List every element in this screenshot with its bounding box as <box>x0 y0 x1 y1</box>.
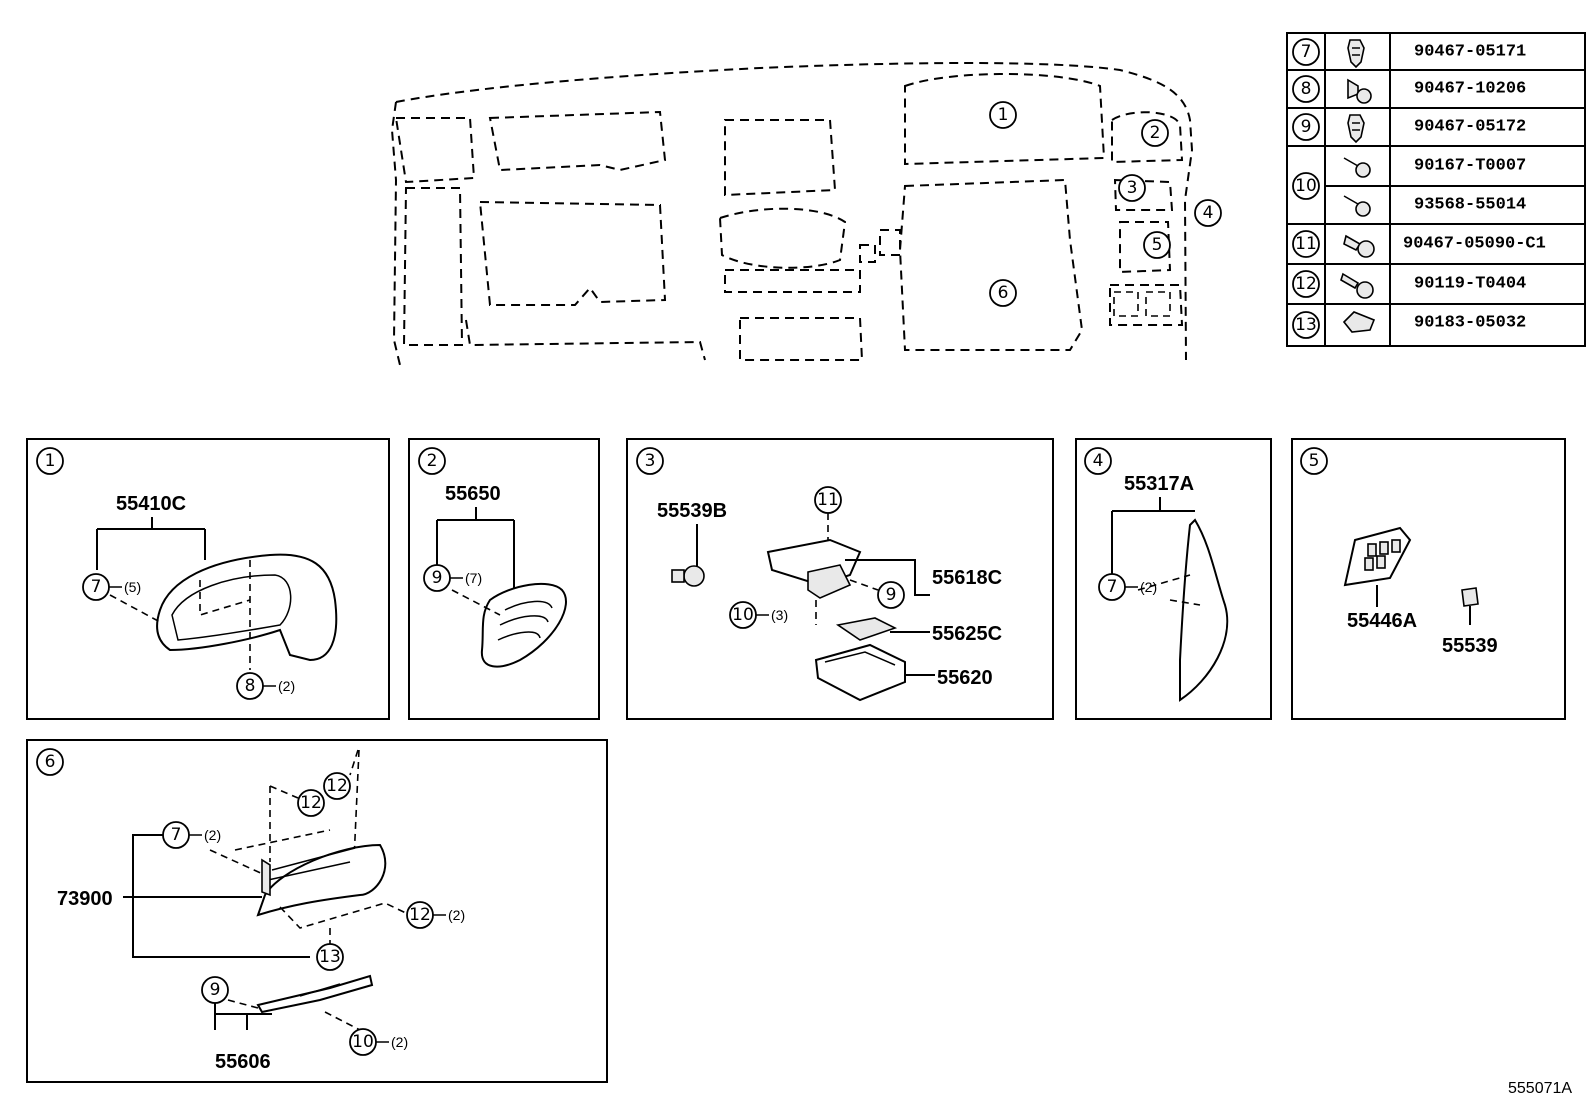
callout-7: 7 <box>1107 577 1118 597</box>
table-ref-9: 9 <box>1301 117 1312 137</box>
part-number: 90183-05032 <box>1414 314 1526 333</box>
part-label-55650: 55650 <box>445 483 501 505</box>
callout-4: 4 <box>1203 203 1214 223</box>
part-label-55620: 55620 <box>937 667 993 689</box>
panel-3-ashtray: 3 55539B 11 55618C 9 10 (3) 55625C 55620 <box>626 438 1054 720</box>
table-ref-10: 10 <box>1295 176 1317 196</box>
fastener-table: 7 8 9 10 11 12 13 90467-05171 90467-1020… <box>1286 32 1586 347</box>
qty-label: (2) <box>391 1034 408 1050</box>
panel-6-glove-box: 6 12 12 7 (2) 73900 12 (2) 13 9 55606 10… <box>26 739 608 1083</box>
qty-label: (2) <box>204 827 221 843</box>
figure-code: 555071A <box>1508 1080 1572 1097</box>
callout-13: 13 <box>319 947 341 967</box>
part-label-55539: 55539 <box>1442 635 1498 657</box>
panel-2-side-vent: 2 55650 9 (7) <box>408 438 600 720</box>
panel-4-number: 4 <box>1093 451 1104 471</box>
switch-part <box>1343 526 1412 587</box>
qty-label: (2) <box>278 678 295 694</box>
callout-7: 7 <box>91 577 102 597</box>
nut-icon <box>1342 311 1376 333</box>
callout-11: 11 <box>817 490 839 510</box>
clip-icon <box>1347 114 1365 144</box>
part-label-55618C: 55618C <box>932 567 1002 589</box>
part-number: 90467-05171 <box>1414 43 1526 62</box>
part-label-55446A: 55446A <box>1347 610 1417 632</box>
part-label-55410C: 55410C <box>116 493 186 515</box>
pin-clip-icon <box>1343 234 1375 258</box>
panel-5-number: 5 <box>1309 451 1320 471</box>
callout-2: 2 <box>1150 123 1161 143</box>
qty-label: (2) <box>448 907 465 923</box>
table-ref-8: 8 <box>1301 79 1312 99</box>
panel-5-switch: 5 55446A 55539 <box>1291 438 1566 720</box>
qty-label: (7) <box>465 570 482 586</box>
callout-12: 12 <box>300 793 322 813</box>
callout-9: 9 <box>886 585 897 605</box>
part-label-55625C: 55625C <box>932 623 1002 645</box>
callout-8: 8 <box>245 676 256 696</box>
table-ref-12: 12 <box>1295 274 1317 294</box>
callout-12: 12 <box>326 776 348 796</box>
callout-6: 6 <box>998 283 1009 303</box>
part-number: 93568-55014 <box>1414 196 1526 215</box>
callout-10: 10 <box>352 1032 374 1052</box>
clip-icon <box>1347 39 1365 69</box>
part-label-55606: 55606 <box>215 1051 271 1073</box>
part-number: 90467-05172 <box>1414 118 1526 137</box>
qty-label: (5) <box>124 579 141 595</box>
callout-1: 1 <box>998 105 1009 125</box>
part-label-55539B: 55539B <box>657 500 727 522</box>
part-label-55317A: 55317A <box>1124 473 1194 495</box>
dashboard-overview <box>390 62 1194 366</box>
screw-icon <box>1343 195 1371 217</box>
callout-12: 12 <box>409 905 431 925</box>
part-number: 90167-T0007 <box>1414 157 1526 176</box>
part-number: 90467-10206 <box>1414 80 1526 99</box>
panel-2-number: 2 <box>427 451 438 471</box>
table-ref-11: 11 <box>1295 234 1317 254</box>
part-number: 90119-T0404 <box>1414 275 1526 294</box>
part-label-73900: 73900 <box>57 888 113 910</box>
part-number: 90467-05090-C1 <box>1403 235 1546 254</box>
callout-9: 9 <box>210 980 221 1000</box>
panel-4-side-cover: 4 55317A 7 (2) <box>1075 438 1272 720</box>
table-ref-13: 13 <box>1295 315 1317 335</box>
callout-9: 9 <box>432 568 443 588</box>
screw-icon <box>1343 157 1371 178</box>
table-ref-7: 7 <box>1301 42 1312 62</box>
push-clip-icon <box>1347 78 1372 104</box>
callout-10: 10 <box>732 605 754 625</box>
panel-3-number: 3 <box>645 451 656 471</box>
cap-part <box>1461 587 1479 607</box>
qty-label: (2) <box>1140 579 1157 595</box>
bolt-icon <box>1340 272 1374 299</box>
qty-label: (3) <box>771 607 788 623</box>
callout-7: 7 <box>171 825 182 845</box>
panel-6-number: 6 <box>45 752 56 772</box>
panel-1-number: 1 <box>45 451 56 471</box>
knob-part <box>671 565 705 587</box>
callout-5: 5 <box>1152 235 1163 255</box>
panel-1-meter-hood: 1 55410C 7 (5) 8 (2) <box>26 438 390 720</box>
overview-callouts: 1 2 3 4 5 6 <box>989 101 1222 307</box>
callout-3: 3 <box>1127 178 1138 198</box>
